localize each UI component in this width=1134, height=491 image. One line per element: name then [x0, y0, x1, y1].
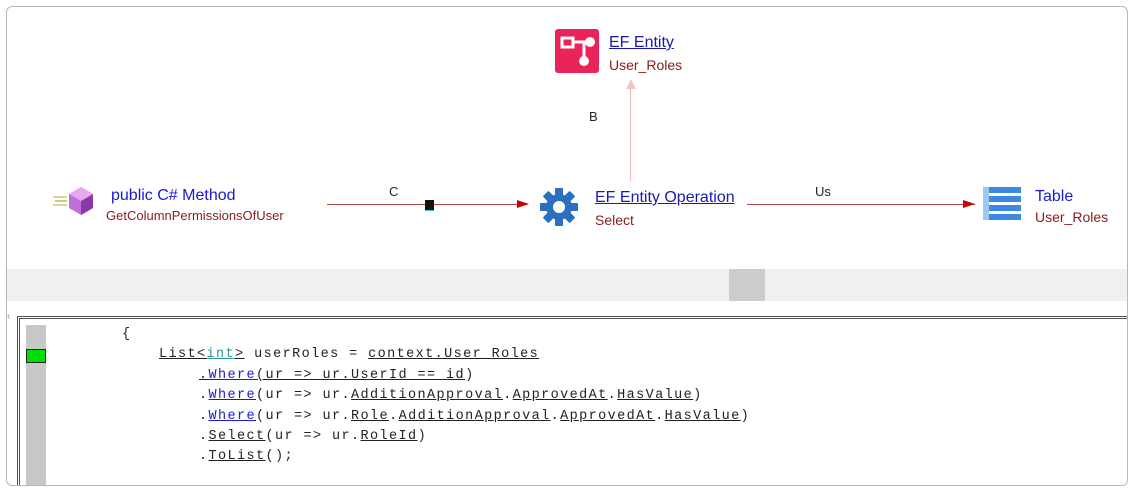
code-token: ) [465, 367, 475, 383]
code-token: AdditionApproval [351, 388, 504, 404]
node-title[interactable]: Table [1035, 188, 1074, 205]
horizontal-scrollbar[interactable] [7, 269, 1127, 301]
ef-entity-icon [555, 29, 599, 73]
code-token: Where [208, 388, 257, 404]
edge-c-arrow [517, 200, 529, 208]
edge-label-us: Us [815, 184, 831, 199]
code-token: < [197, 347, 207, 363]
code-token: . [199, 449, 209, 465]
code-token: RoleId [360, 429, 418, 444]
code-token: HasValue [617, 388, 694, 404]
code-token: ApprovedAt [560, 408, 656, 424]
code-token: { [122, 327, 132, 342]
code-token: int [206, 347, 236, 363]
code-gutter [26, 325, 46, 485]
code-token: ) [740, 408, 751, 424]
node-subtitle: User_Roles [609, 57, 683, 73]
code-line: { [122, 327, 132, 347]
edge-us [747, 204, 975, 205]
node-subtitle: GetColumnPermissionsOfUser [106, 208, 284, 223]
current-line-marker [26, 349, 46, 363]
code-line: .ToList(); [199, 449, 294, 469]
code-line: .Where(ur => ur.Role.AdditionApproval.Ap… [199, 409, 750, 429]
code-token: > [235, 347, 245, 363]
code-token: Where [208, 367, 257, 383]
code-token: (ur => ur. [256, 388, 352, 404]
code-token: Role [351, 408, 390, 424]
scroll-left-icon[interactable]: ‹ [7, 311, 11, 322]
code-token: List [159, 347, 198, 363]
code-token: HasValue [664, 408, 741, 424]
scrollbar-thumb[interactable] [729, 269, 765, 301]
code-token: . [199, 408, 209, 424]
code-token: . [199, 429, 209, 444]
code-token: ApprovedAt [512, 388, 608, 404]
gear-icon [540, 188, 578, 226]
code-token: . [389, 408, 399, 424]
code-line: .Where(ur => ur.UserId == id) [199, 368, 475, 388]
node-title[interactable]: public C# Method [111, 187, 236, 204]
code-token: ) [417, 429, 428, 444]
code-token: (ur => ur. [256, 408, 352, 424]
edge-label-b: B [589, 109, 598, 124]
code-token: Select [208, 429, 266, 444]
code-token: (ur => ur. [265, 429, 361, 444]
code-token: userRoles = [244, 347, 369, 363]
code-token: . [550, 408, 561, 424]
code-token: (); [265, 449, 295, 465]
code-token: Where [208, 408, 257, 424]
edge-b-arrow [626, 79, 636, 89]
code-line: .Select(ur => ur.RoleId) [199, 429, 427, 449]
edge-b [630, 81, 631, 181]
node-title[interactable]: EF Entity [609, 34, 674, 51]
code-token: AdditionApproval [398, 408, 551, 424]
node-subtitle: Select [595, 212, 634, 228]
dependency-viewer: EF Entity User_Roles B public C# Method … [6, 6, 1128, 486]
edge-label-c: C [389, 184, 399, 199]
table-icon [983, 187, 1021, 220]
edge-us-arrow [963, 200, 975, 208]
code-token: ToList [208, 449, 266, 465]
edge-c-handle[interactable] [425, 200, 434, 211]
code-token: . [199, 388, 209, 404]
code-token: (ur => ur.UserId == id [256, 367, 466, 383]
code-editor[interactable]: { List<int> userRoles = context.User_Role… [17, 316, 1127, 485]
code-token: . [199, 367, 209, 383]
code-line: List<int> userRoles = context.User_Roles [159, 347, 539, 367]
code-token: context.User_Roles [368, 347, 540, 363]
code-token: ) [693, 388, 703, 404]
code-token: . [503, 388, 513, 404]
node-title[interactable]: EF Entity Operation [595, 189, 735, 206]
code-token: . [655, 408, 665, 424]
code-token: . [607, 388, 618, 404]
node-subtitle: User_Roles [1035, 209, 1109, 225]
code-line: .Where(ur => ur.AdditionApproval.Approve… [199, 388, 703, 408]
csharp-method-icon [53, 187, 93, 215]
